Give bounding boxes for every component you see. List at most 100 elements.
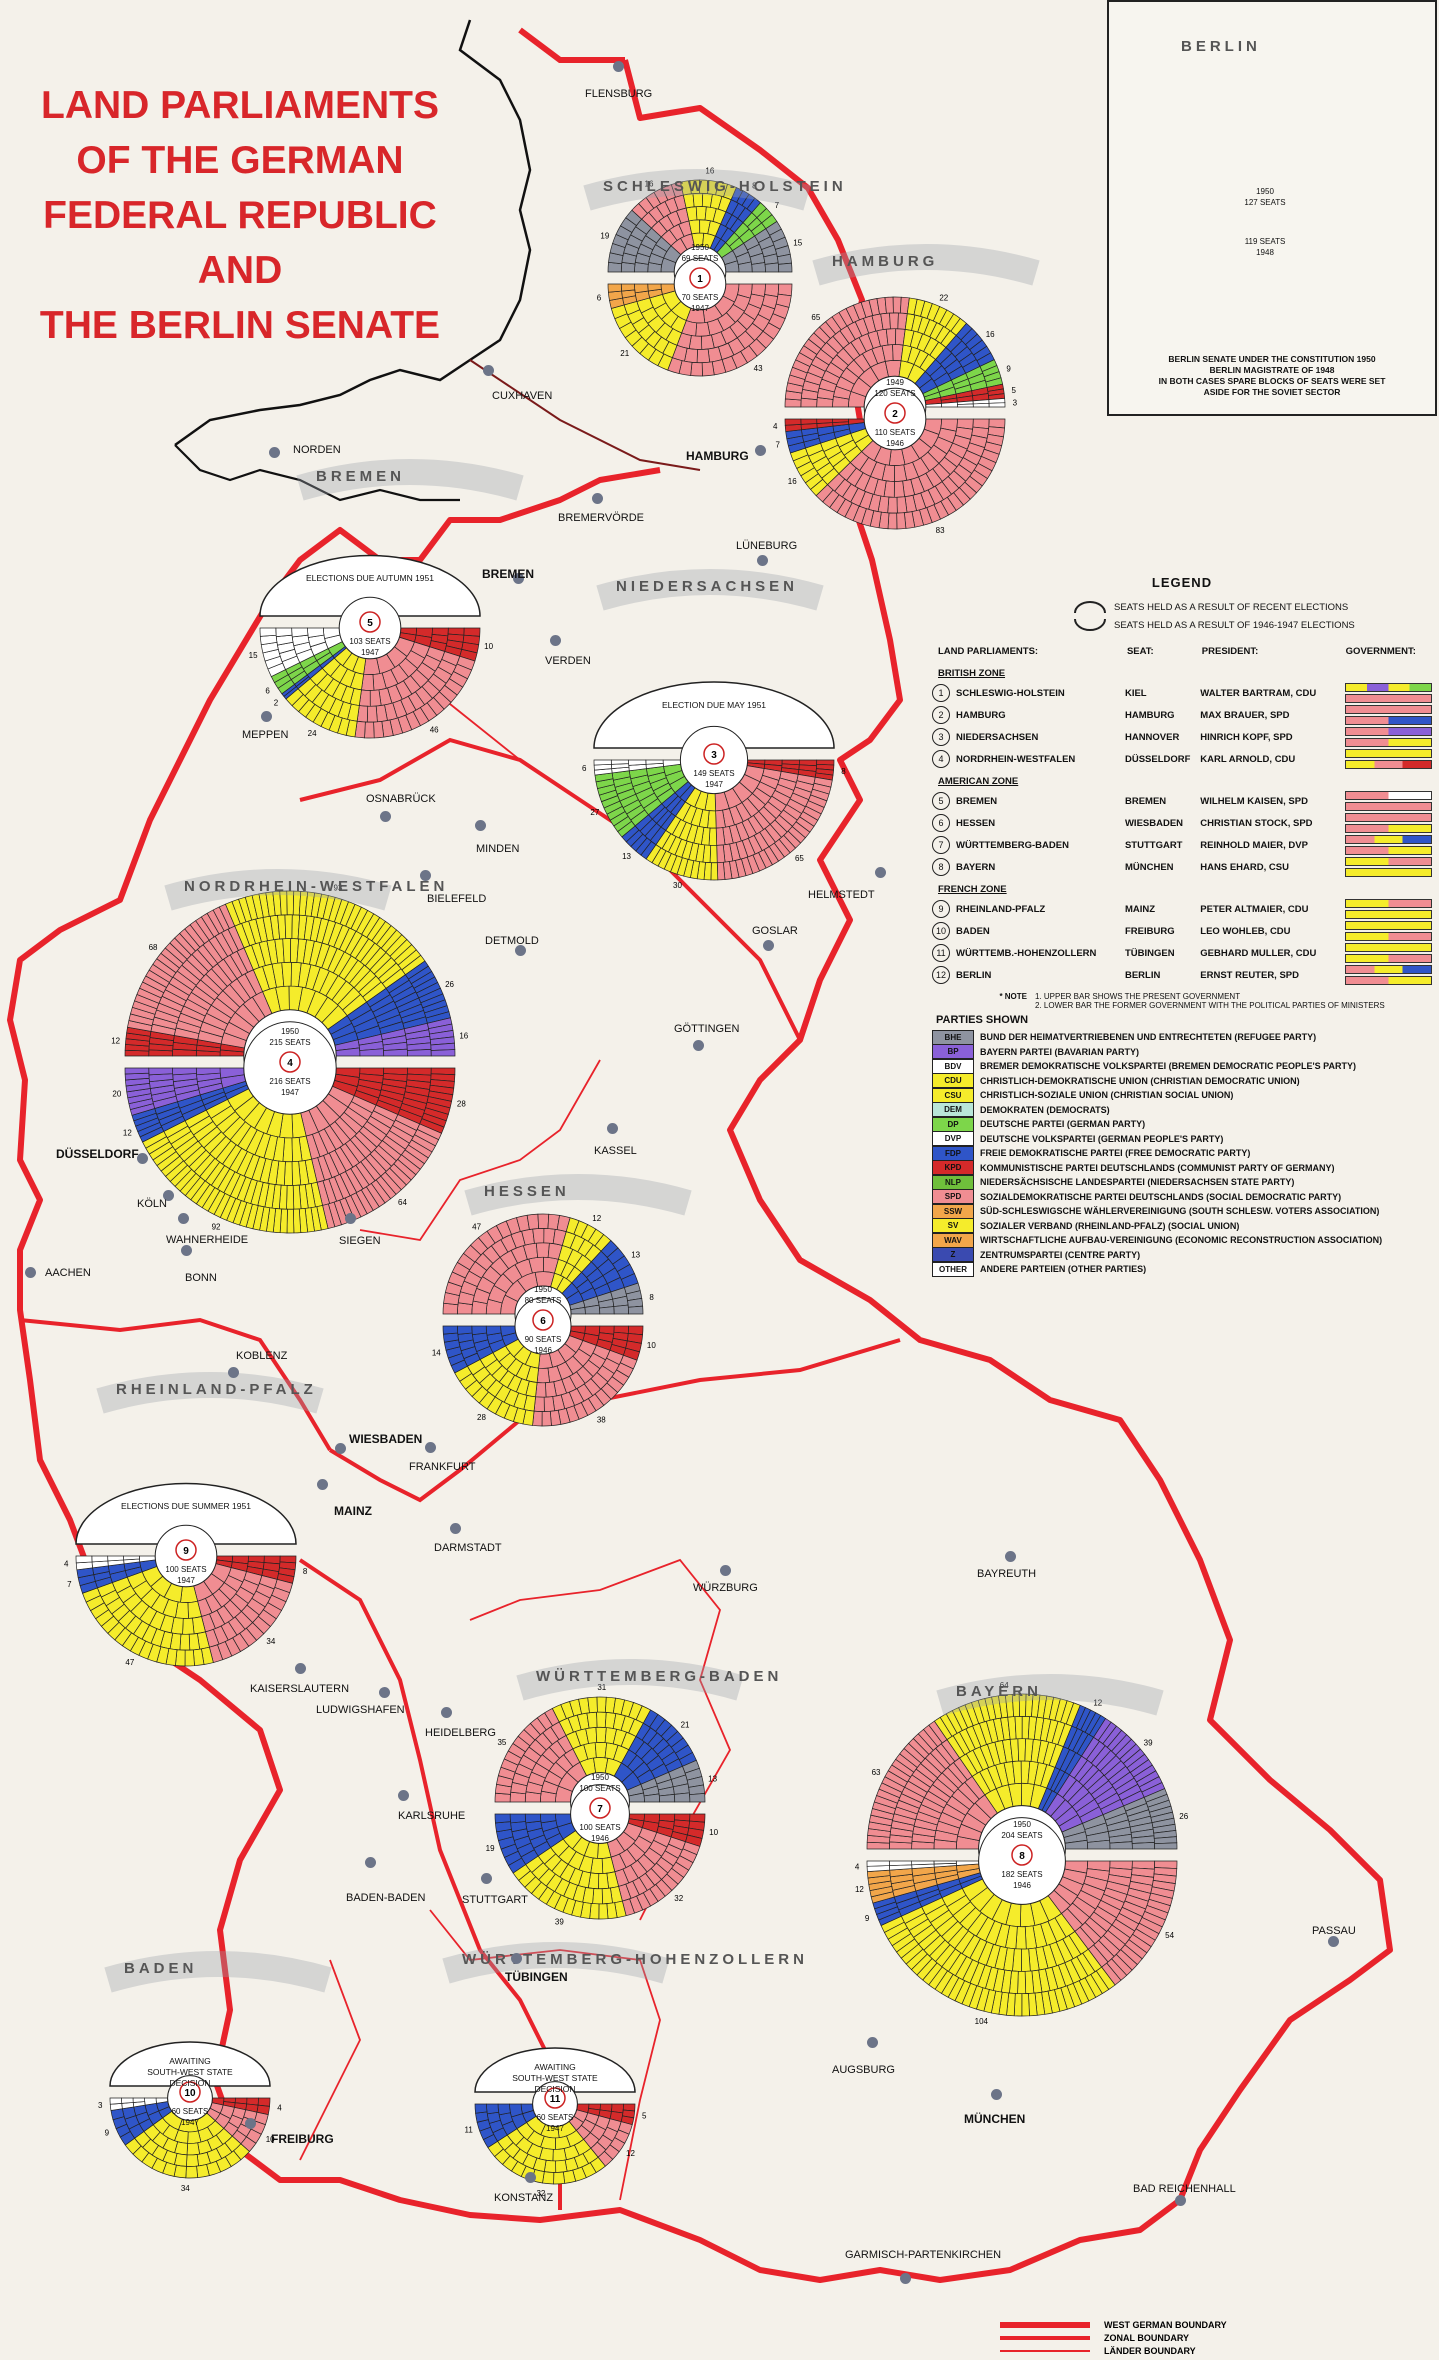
seat-block bbox=[692, 192, 704, 208]
city-dot bbox=[483, 365, 494, 376]
state-number: 8 bbox=[1019, 1851, 1025, 1862]
land-name: NORDRHEIN-WESTFALEN bbox=[956, 753, 1076, 765]
seat-block bbox=[957, 403, 974, 408]
city-label: LÜNEBURG bbox=[736, 540, 798, 552]
city-label: TÜBINGEN bbox=[505, 1970, 568, 1984]
seat-count: 26 bbox=[1179, 1812, 1188, 1821]
party-abbr: OTHER bbox=[932, 1261, 974, 1277]
note-label: * NOTE bbox=[999, 992, 1027, 1001]
city-label: FLENSBURG bbox=[585, 88, 653, 100]
party-abbr: DEM bbox=[932, 1102, 974, 1118]
title-line: OF THE GERMAN bbox=[76, 139, 404, 182]
seat-block bbox=[887, 496, 898, 514]
seat-count: 34 bbox=[181, 2184, 190, 2193]
seat-count: 8 bbox=[303, 1567, 308, 1576]
government-bar bbox=[1345, 835, 1432, 844]
state-number-badge: 12 bbox=[932, 966, 950, 984]
state-name-label: RHEINLAND-PFALZ bbox=[116, 1381, 317, 1398]
seat-count: 93 bbox=[334, 884, 343, 893]
government-bar bbox=[1345, 791, 1432, 800]
party-name: DEMOKRATEN (DEMOCRATS) bbox=[980, 1104, 1110, 1115]
seat-block bbox=[275, 627, 293, 637]
city-dot bbox=[261, 711, 272, 722]
city-dot bbox=[607, 1123, 618, 1134]
state-ribbon bbox=[583, 169, 811, 211]
seat-count: 21 bbox=[681, 1721, 690, 1730]
city-dot bbox=[1328, 1936, 1339, 1947]
seat-block bbox=[553, 2171, 566, 2185]
seat-count: 26 bbox=[445, 980, 454, 989]
party-abbr: BDV bbox=[932, 1058, 974, 1074]
coastline-south bbox=[174, 444, 460, 502]
city-label: AUGSBURG bbox=[832, 2064, 895, 2076]
city-dot bbox=[450, 1523, 461, 1534]
seat-count: 65 bbox=[811, 313, 820, 322]
seat-block bbox=[613, 1304, 629, 1315]
government-bars bbox=[1345, 943, 1432, 963]
laender-boundary bbox=[359, 1059, 601, 1241]
state-name-label: HAMBURG bbox=[832, 253, 939, 270]
seat-count: 10 bbox=[647, 1341, 656, 1350]
land-president: REINHOLD MAIER, DVP bbox=[1200, 839, 1308, 851]
state-number-badge: 1 bbox=[932, 684, 950, 702]
government-bars bbox=[1345, 899, 1432, 919]
city-dot bbox=[592, 493, 603, 504]
election-note: AWAITING SOUTH-WEST STATE DECISION bbox=[147, 2056, 233, 2088]
state-ribbon bbox=[104, 1951, 332, 1993]
seat-count: 3 bbox=[1013, 398, 1018, 407]
seat-block bbox=[291, 627, 309, 638]
boundary-label: LÄNDER BOUNDARY bbox=[1104, 2345, 1196, 2356]
state-number-badge: 11 bbox=[932, 944, 950, 962]
seat-block bbox=[543, 1396, 556, 1412]
state-name-label: NORDRHEIN-WESTFALEN bbox=[184, 878, 449, 895]
seat-block bbox=[689, 1793, 706, 1803]
seat-block bbox=[555, 2159, 568, 2173]
seat-block bbox=[186, 2154, 199, 2167]
city-dot bbox=[228, 1367, 239, 1378]
city-dot bbox=[693, 1040, 704, 1051]
state-name-label: NIEDERSACHSEN bbox=[616, 578, 799, 595]
city-dot bbox=[525, 2172, 536, 2183]
seat-block bbox=[889, 312, 899, 330]
seat-count: 6 bbox=[582, 764, 587, 773]
seat-block bbox=[282, 938, 292, 963]
party-name: BAYERN PARTEI (BAVARIAN PARTY) bbox=[980, 1046, 1140, 1057]
seat-count: 46 bbox=[430, 725, 439, 734]
seat-block bbox=[109, 2097, 123, 2105]
city-dot bbox=[991, 2089, 1002, 2100]
seat-count: 10 bbox=[266, 2135, 275, 2144]
seat-count: 38 bbox=[597, 1415, 606, 1424]
seat-block bbox=[586, 1711, 598, 1729]
seat-label-lower: 119 SEATS 1948 bbox=[1244, 237, 1286, 257]
city-dot bbox=[425, 1442, 436, 1453]
zone-heading: FRENCH ZONE bbox=[938, 884, 1007, 895]
state-number-circle bbox=[689, 267, 711, 289]
land-seat: BERLIN bbox=[1124, 969, 1161, 981]
seat-block bbox=[710, 862, 719, 881]
seat-block bbox=[1021, 1993, 1030, 2017]
state-number: 6 bbox=[540, 1316, 546, 1327]
zone-heading: BRITISH ZONE bbox=[938, 668, 1006, 679]
seat-count: 47 bbox=[472, 1222, 481, 1231]
danish-border bbox=[518, 27, 625, 63]
land-name: BAYERN bbox=[956, 861, 996, 873]
state-ribbon bbox=[464, 1174, 692, 1216]
col-president: PRESIDENT: bbox=[1201, 645, 1259, 657]
seat-count: 12 bbox=[855, 1885, 864, 1894]
seat-block bbox=[893, 480, 905, 498]
seat-label-lower: 216 SEATS 1947 bbox=[269, 1077, 311, 1097]
city-dot bbox=[755, 445, 766, 456]
land-seat: WIESBADEN bbox=[1124, 817, 1184, 829]
city-label: KAISERSLAUTERN bbox=[250, 1683, 350, 1695]
city-label: SIEGEN bbox=[339, 1235, 381, 1247]
government-bars bbox=[1345, 683, 1432, 703]
